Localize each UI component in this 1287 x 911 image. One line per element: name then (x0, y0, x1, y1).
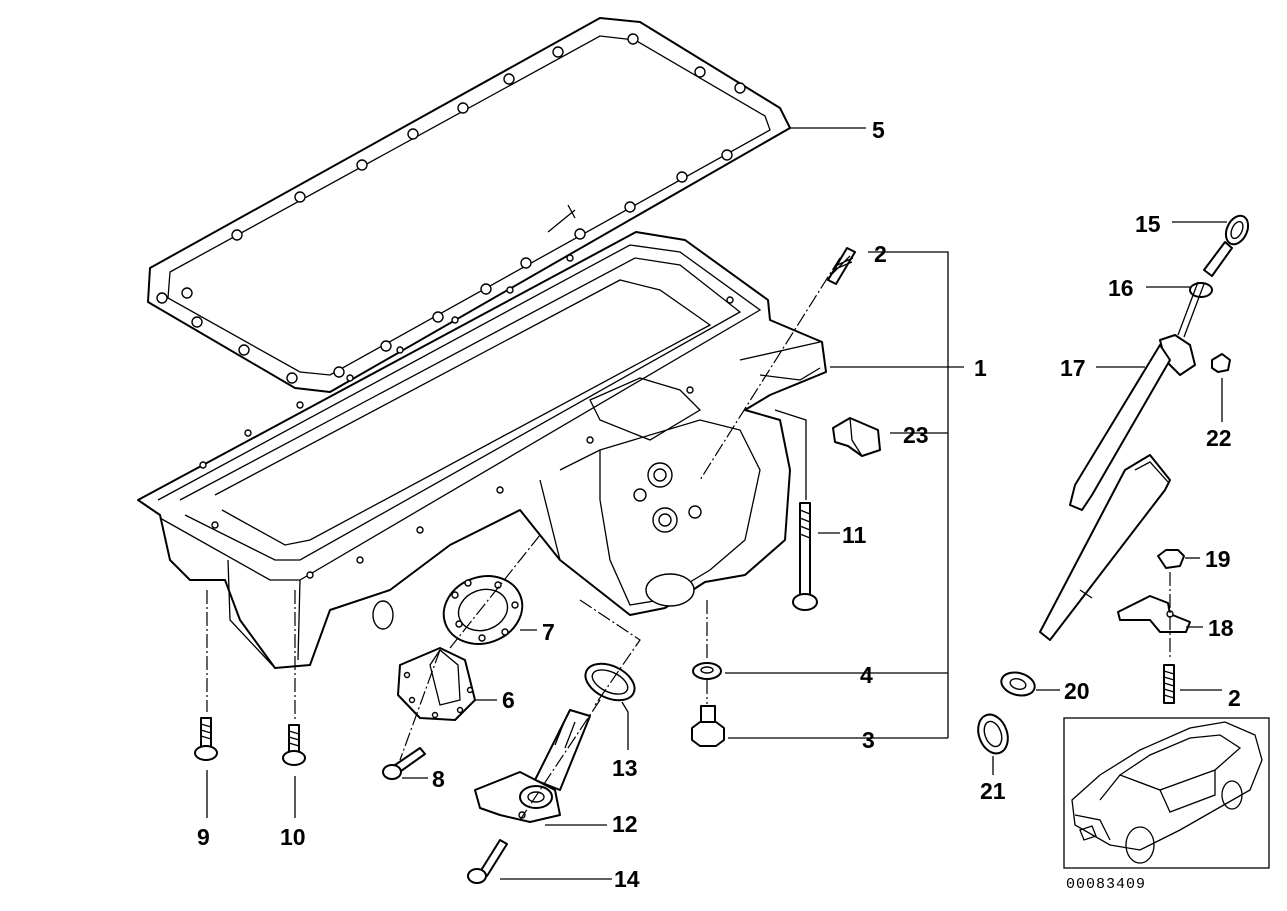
callout-18: 18 (1208, 615, 1234, 641)
bolt-10 (282, 724, 306, 766)
callout-3: 3 (862, 727, 875, 753)
seal-21 (977, 713, 1009, 755)
callout-15: 15 (1135, 211, 1161, 237)
callout-21: 21 (980, 778, 1006, 804)
dipstick-guide-tube (1039, 334, 1196, 641)
callout-20: 20 (1064, 678, 1090, 704)
stud-bottom (1163, 664, 1175, 704)
callouts: 5 2 1 23 11 7 4 6 3 13 8 12 9 10 14 15 1… (197, 117, 1241, 892)
clip (832, 417, 881, 457)
reference-number: 00083409 (1066, 876, 1146, 893)
callout-23: 23 (903, 422, 929, 448)
callout-5: 5 (872, 117, 885, 143)
screw-8 (382, 747, 426, 780)
dipstick-seal (1177, 281, 1213, 338)
callout-6: 6 (502, 687, 515, 713)
callout-12: 12 (612, 811, 638, 837)
vehicle-thumbnail (1063, 717, 1270, 869)
oil-pan (137, 231, 827, 669)
callout-8: 8 (432, 766, 445, 792)
sensor-gasket (442, 575, 524, 645)
callout-13: 13 (612, 755, 638, 781)
cover-plate (397, 647, 476, 721)
dipstick-handle (1203, 214, 1250, 277)
callout-11: 11 (842, 522, 867, 548)
leader-lines (206, 127, 1227, 880)
stud-top (827, 247, 856, 285)
o-ring-13 (584, 662, 636, 702)
callout-2-bottom: 2 (1228, 685, 1241, 711)
callout-10: 10 (280, 824, 306, 850)
bracket-18 (1117, 595, 1191, 633)
callout-1: 1 (974, 355, 987, 381)
callout-17: 17 (1060, 355, 1086, 381)
assembly-lines (206, 257, 1171, 821)
callout-22: 22 (1206, 425, 1232, 451)
cap-22 (1211, 353, 1231, 373)
callout-4: 4 (860, 662, 873, 688)
long-bolt (792, 502, 818, 611)
callout-2-top: 2 (874, 241, 887, 267)
washer-4 (692, 662, 722, 680)
screw-14 (467, 839, 508, 884)
washer-20 (1000, 671, 1036, 697)
nut-19 (1157, 549, 1185, 569)
callout-9: 9 (197, 824, 210, 850)
callout-19: 19 (1205, 546, 1231, 572)
oil-pan-gasket (147, 17, 791, 393)
callout-14: 14 (614, 866, 640, 892)
callout-7: 7 (542, 619, 555, 645)
bolt-9 (194, 717, 218, 761)
callout-16: 16 (1108, 275, 1134, 301)
oil-level-sensor (474, 709, 591, 823)
drain-plug (691, 705, 725, 747)
